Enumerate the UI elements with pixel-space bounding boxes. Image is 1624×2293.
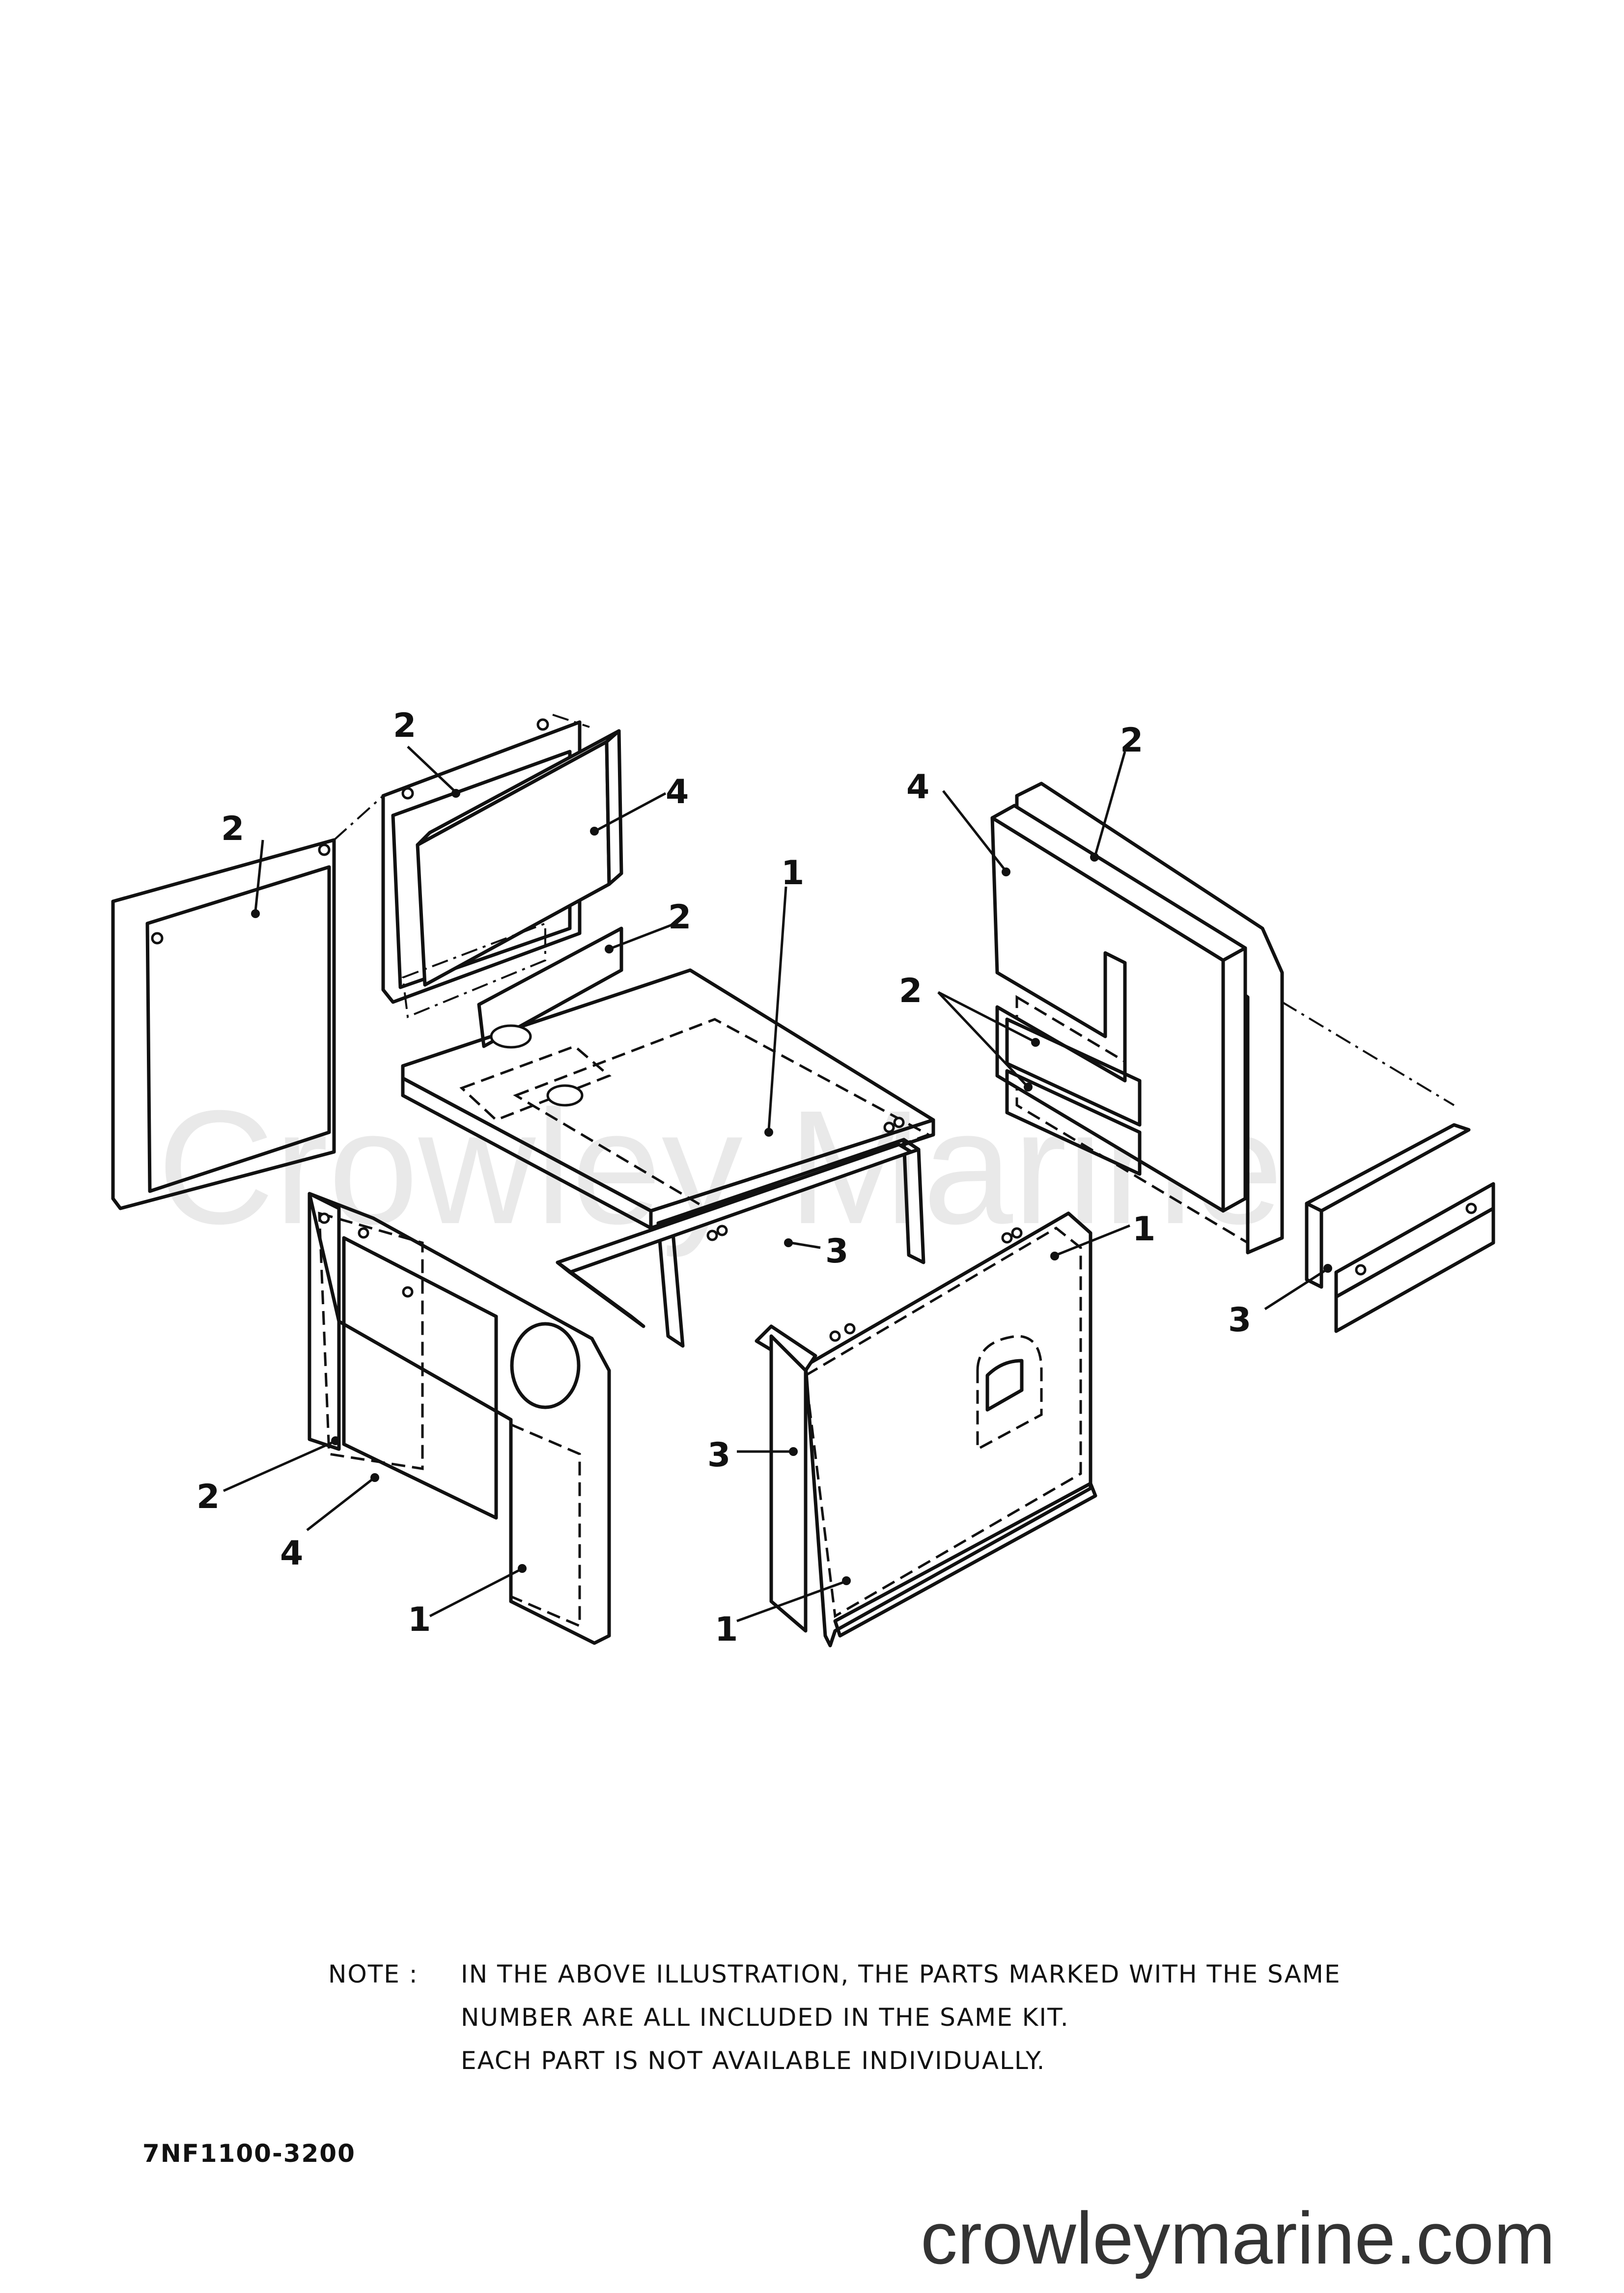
callout-3-right-strip: 3 [1228, 1301, 1251, 1340]
note-label: NOTE : [328, 1960, 419, 1988]
bottom-right-side-panel [755, 1211, 1097, 1648]
callout-4-top-right-pad: 4 [906, 768, 929, 807]
callout-2-top-mid-panel: 2 [393, 706, 416, 745]
top-cover-assembly [401, 968, 935, 1348]
callout-1-bottom-left-panel: 1 [408, 1600, 431, 1639]
callout-3-bottom-right-seal: 3 [707, 1436, 730, 1475]
callout-1-bottom-right-panel: 1 [715, 1610, 738, 1649]
callout-2-top-left-panel: 2 [221, 810, 244, 848]
callout-labels: 2 2 4 2 1 3 4 2 2 3 2 4 1 1 3 1 [196, 706, 1251, 1649]
callout-2-bottom-left: 2 [196, 1478, 220, 1516]
note-line-2: NUMBER ARE ALL INCLUDED IN THE SAME KIT. [461, 2003, 1069, 2032]
callout-4-bottom-left: 4 [280, 1534, 303, 1573]
kit-note: NOTE : IN THE ABOVE ILLUSTRATION, THE PA… [328, 1953, 1507, 2082]
callout-2-top-right-panel: 2 [1120, 721, 1143, 760]
bottom-left-side-panel [308, 1192, 611, 1645]
callout-4-top-left-pad: 4 [666, 773, 689, 811]
callout-3-cover-seal: 3 [825, 1232, 848, 1271]
callout-2-top-right-gaskets: 2 [899, 972, 922, 1010]
note-line-1: IN THE ABOVE ILLUSTRATION, THE PARTS MAR… [461, 1960, 1341, 1988]
watermark-footer-text: crowleymarine.com [921, 2197, 1555, 2279]
callout-1-top-cover: 1 [781, 854, 804, 893]
top-left-panel-assembly [111, 714, 623, 1210]
note-line-3: EACH PART IS NOT AVAILABLE INDIVIDUALLY. [461, 2046, 1046, 2075]
callout-leaders [223, 746, 1332, 1622]
top-right-panel-assembly [990, 782, 1495, 1333]
callout-2-top-left-strip: 2 [668, 898, 691, 937]
diagram-part-code: 7NF1100-3200 [142, 2139, 356, 2168]
callout-1-bottom-right-top: 1 [1132, 1210, 1155, 1249]
